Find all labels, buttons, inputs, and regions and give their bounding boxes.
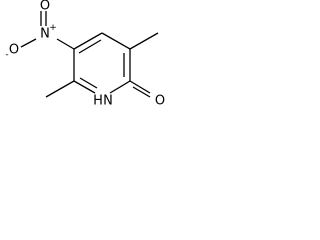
bond-c4-c5	[73, 32, 103, 50]
bond-n1-c2	[109, 80, 131, 94]
bond-c6-n1-double	[79, 77, 98, 89]
bond-c2-o	[129, 80, 151, 94]
bond-c5-nnitro	[56, 38, 75, 50]
atom-labels: O N + O - H N O	[5, 0, 165, 109]
pyridinone-ring	[73, 32, 131, 94]
bond-c6-methyl	[45, 80, 75, 98]
substituents	[20, 11, 159, 98]
bond-c6-n1	[73, 80, 96, 94]
chemical-structure: O N + O - H N O	[5, 0, 165, 109]
nitro-oxygen-charge: -	[5, 50, 8, 60]
nitro-nitrogen-label: N	[40, 27, 50, 42]
nitro-nitrogen-charge: +	[49, 23, 57, 33]
nitro-oxygen-label: O	[9, 43, 19, 58]
bond-c4-c5-double	[78, 39, 102, 54]
nitro-top-oxygen-label: O	[40, 0, 50, 14]
bond-c3-methyl	[129, 32, 159, 50]
ring-nitrogen-h-label: H	[93, 94, 103, 109]
carbonyl-oxygen-label: O	[155, 94, 165, 109]
bond-c2-o-double	[132, 86, 151, 98]
bond-n-o-left	[20, 38, 37, 48]
ring-nitrogen-label: N	[103, 94, 113, 109]
bond-c3-c4	[101, 32, 131, 50]
